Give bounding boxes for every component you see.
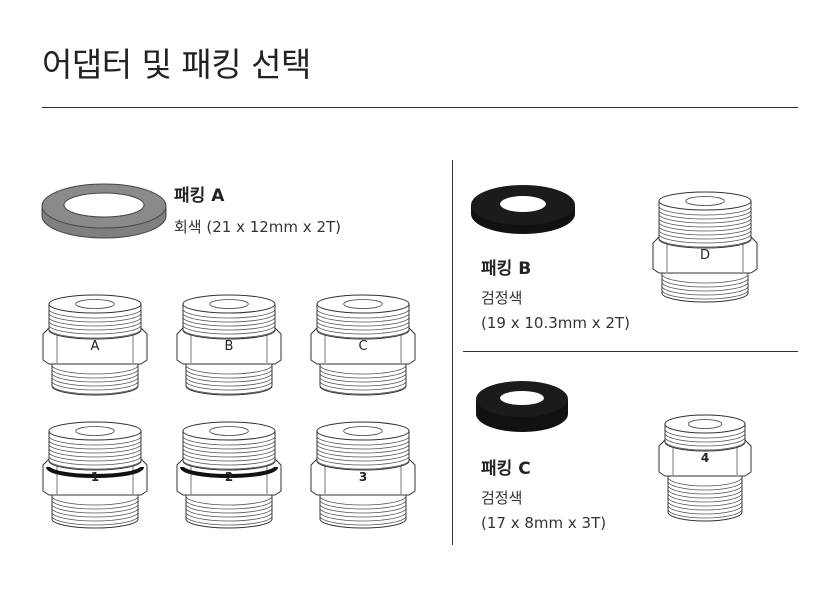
adapter-fitting-1: 1	[42, 421, 148, 529]
packing-c-color: 검정색	[481, 489, 523, 507]
adapter-label-4: 4	[701, 451, 709, 465]
section-divider	[463, 351, 798, 352]
packing-b-ring-icon	[471, 185, 575, 234]
adapter-label-1: 1	[91, 470, 99, 484]
packing-a-ring-icon	[41, 183, 167, 239]
adapter-label-2: 2	[225, 470, 233, 484]
adapter-label-C: C	[358, 339, 367, 354]
column-divider	[452, 160, 453, 545]
packing-b-name: 패킹 B	[481, 259, 532, 279]
packing-b-color: 검정색	[481, 289, 523, 307]
adapter-label-B: B	[225, 339, 234, 354]
adapter-label-A: A	[91, 339, 100, 354]
adapter-label-D: D	[700, 248, 710, 263]
adapter-fitting-A: A	[42, 294, 148, 396]
adapter-fitting-D: D	[652, 191, 758, 303]
packing-c-ring-icon	[476, 381, 568, 432]
adapter-fitting-2: 2	[176, 421, 282, 529]
adapter-label-3: 3	[359, 470, 367, 484]
adapter-fitting-B: B	[176, 294, 282, 396]
packing-a-spec: 회색 (21 x 12mm x 2T)	[174, 218, 342, 236]
packing-a-name: 패킹 A	[174, 186, 225, 206]
page-title: 어댑터 및 패킹 선택	[42, 45, 311, 84]
adapter-fitting-C: C	[310, 294, 416, 396]
title-divider	[42, 107, 798, 108]
adapter-fitting-3: 3	[310, 421, 416, 529]
adapter-fitting-4: 4	[658, 414, 752, 522]
packing-b-size: (19 x 10.3mm x 2T)	[481, 314, 630, 332]
packing-c-name: 패킹 C	[481, 459, 531, 479]
packing-c-size: (17 x 8mm x 3T)	[481, 514, 607, 532]
